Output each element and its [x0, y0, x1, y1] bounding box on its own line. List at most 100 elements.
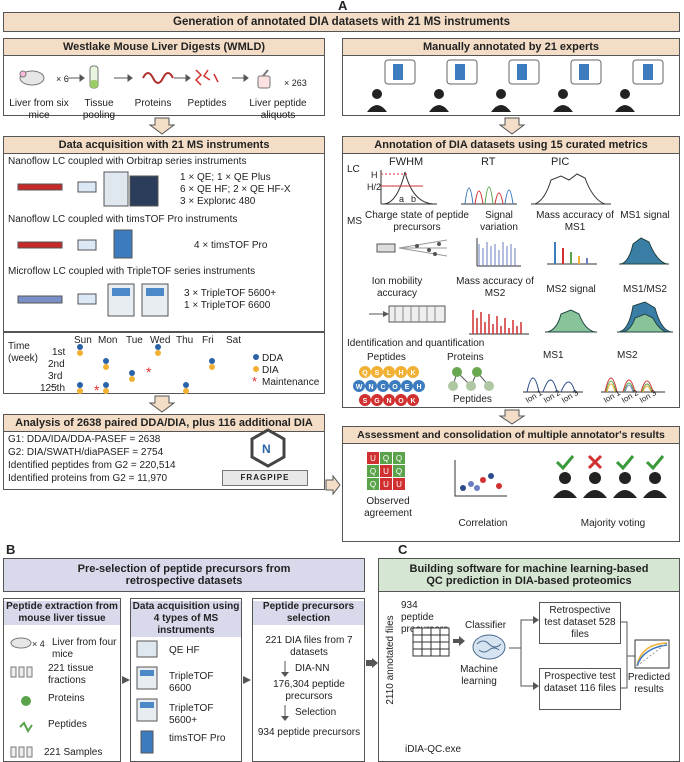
charge-state-label: Charge state of peptide precursors [365, 210, 469, 233]
extraction-liver: Liver from four mice [52, 637, 117, 660]
maintenance-star: * [94, 382, 100, 398]
ms-label: MS [347, 216, 362, 227]
panel-c-title: Building software for machine learning-b… [378, 558, 680, 592]
timstof-icons [17, 229, 133, 259]
spray-icon [77, 181, 97, 193]
protein-icon [21, 696, 31, 706]
expert-icons [367, 59, 664, 112]
svg-text:H: H [398, 370, 403, 377]
dda-dia-dots [77, 344, 215, 394]
svg-text:U: U [383, 480, 389, 489]
arrow-right-1 [325, 474, 341, 496]
acquisition-box: Nanoflow LC coupled with Orbitrap series… [3, 154, 325, 332]
timstof-instrument-icon [113, 229, 133, 259]
extraction-box: Peptide extraction from mouse liver tiss… [3, 598, 121, 762]
merge-arrows [621, 621, 635, 689]
schedule-ylabel: Time (week) [8, 341, 39, 364]
wmld-step-peptides: Peptides [187, 98, 227, 109]
fraction-tubes-icon [10, 666, 33, 678]
acq-b-item-2: TripleTOF 6600 [169, 671, 214, 694]
tripletof-line-1: 3 × TripleTOF 5600+ [184, 288, 277, 299]
aliquot-icon [257, 75, 271, 89]
svg-text:O: O [392, 384, 398, 391]
svg-text:*: * [252, 374, 257, 389]
extraction-peptides: Peptides [48, 719, 87, 730]
extraction-title: Peptide extraction from mouse liver tiss… [4, 601, 120, 625]
selection-l2: DIA-NN [295, 663, 330, 674]
ms1-quant-label: MS1 [543, 350, 564, 361]
week-1st: 1st [52, 347, 66, 358]
fwhm-peak-icon [380, 170, 437, 205]
prosp-dataset-box: Prospective test dataset 116 files [539, 668, 621, 710]
svg-text:W: W [356, 384, 363, 391]
ms2-signal-label: MS2 signal [546, 284, 596, 295]
day-thu: Thu [176, 335, 194, 346]
diann-logo-icon: N [250, 428, 286, 468]
fwhm-label: FWHM [389, 156, 424, 168]
brain-icon [472, 634, 506, 660]
wmld-step-aliquots: Liver peptide aliquots [249, 98, 307, 121]
ms1-ms2-icon [617, 301, 673, 333]
day-mon: Mon [98, 335, 118, 346]
orbitrap-label: Nanoflow LC coupled with Orbitrap series… [8, 156, 247, 167]
majority-voting-icon [553, 454, 667, 498]
acquisition-b-title: Data acquisition using 4 types of MS ins… [131, 601, 241, 637]
ml-label: Machine learning [460, 664, 498, 687]
svg-text:L: L [387, 370, 392, 377]
panel-c-box: 2110 annotated files 934 peptide precurs… [378, 592, 680, 762]
svg-text:Q: Q [383, 454, 389, 463]
week-2nd: 2nd [48, 359, 65, 370]
svg-text:N: N [386, 398, 391, 405]
analysis-line-2: G2: DIA/SWATH/diaPASEF = 2754 [8, 447, 164, 458]
wmld-title: Westlake Mouse Liver Digests (WMLD) [3, 38, 325, 56]
svg-text:K: K [410, 398, 415, 405]
classifier-label: Classifier [465, 620, 507, 631]
orbitrap-line-2: 6 × QE HF; 2 × QE HF-X [180, 184, 291, 195]
pic-chromatogram-icon [531, 173, 611, 205]
ms1-signal-icon [619, 237, 669, 265]
idq-label: Identification and quantification [347, 338, 485, 349]
svg-text:K: K [410, 370, 415, 377]
arrow-to-classifier [453, 636, 465, 646]
panel-b-title: Pre-selection of peptide precursors from… [3, 558, 365, 592]
ion-mobility-icon [369, 305, 446, 323]
svg-text:N: N [368, 384, 373, 391]
svg-text:S: S [375, 370, 380, 377]
week-125th: 125th [40, 383, 66, 394]
arrow-down-1 [148, 117, 176, 135]
peptides2-label: Peptides [453, 394, 492, 405]
fwhm-h: H [371, 170, 378, 180]
extraction-samples: 221 Samples [44, 747, 103, 758]
check-icon [615, 455, 635, 471]
orbitrap-instrument-icon [103, 171, 129, 207]
selection-box: Peptide precursors selection 221 DIA fil… [252, 598, 365, 762]
lc-column-icon [17, 241, 63, 249]
orbitrap-line-1: 1 × QE; 1 × QE Plus [180, 172, 271, 183]
exe-label: iDIA-QC.exe [405, 744, 462, 755]
arrow-down-2 [148, 395, 176, 413]
expert-person-icon [367, 89, 635, 112]
maintenance-star: * [146, 364, 152, 380]
ms1-ms2-label: MS1/MS2 [623, 284, 667, 295]
legend-markers: * [252, 354, 259, 389]
svg-text:Q: Q [362, 370, 368, 377]
timstof-label: Nanoflow LC coupled with timsTOF Pro ins… [8, 214, 238, 225]
annotated-files-vertical: 2110 annotated files [385, 615, 396, 705]
peptides-label: Peptides [367, 352, 406, 363]
selection-l4: Selection [295, 707, 337, 718]
charge-state-icon [376, 239, 448, 257]
lc-column-icon [17, 295, 63, 304]
ms1-signal-label: MS1 signal [620, 210, 670, 221]
correlation-icon [454, 460, 507, 497]
week-ellipsis: ... [50, 379, 58, 389]
arrow-right-4 [366, 658, 378, 668]
svg-text:Q: Q [370, 480, 376, 489]
experts-title: Manually annotated by 21 experts [342, 38, 680, 56]
protein-icon [142, 72, 174, 84]
ms2-signal-icon [545, 309, 597, 333]
correlation-label: Correlation [458, 518, 508, 529]
svg-text:C: C [380, 384, 385, 391]
check-icon [645, 455, 665, 471]
